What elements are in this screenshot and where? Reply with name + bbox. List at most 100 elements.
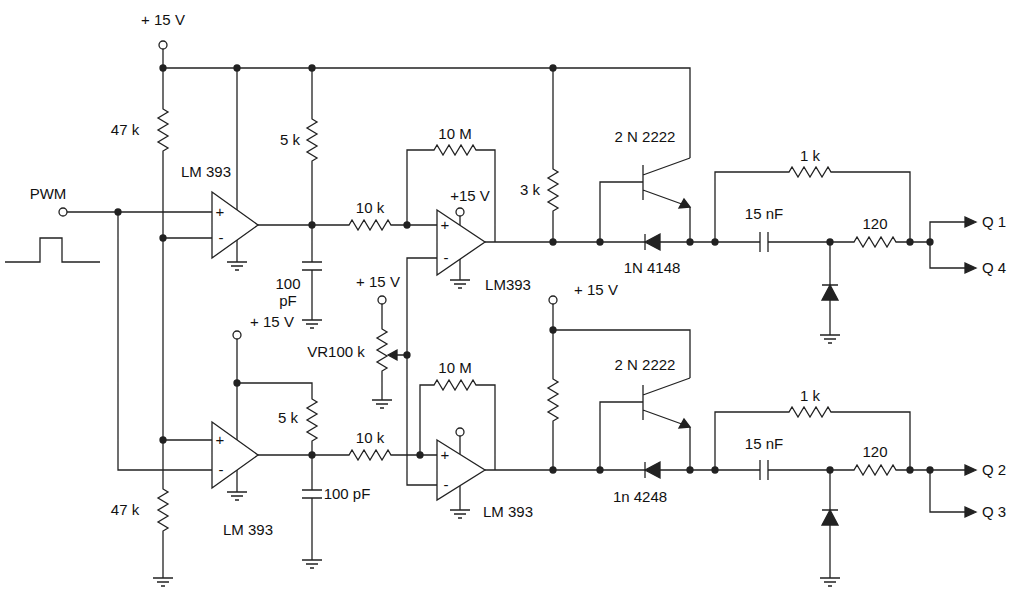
ground-symbol: [820, 335, 840, 343]
signal-name: Q 4: [981, 260, 1007, 277]
comparator-symbol: [437, 210, 485, 275]
junction-dot: [160, 235, 166, 241]
ground-symbol: [820, 578, 840, 586]
junction-dot: [550, 327, 556, 333]
ground-symbol: [227, 262, 247, 270]
supply-terminal: [456, 208, 464, 216]
junction-dot: [597, 239, 603, 245]
junction-dot: [160, 65, 166, 71]
supply-label: +15 V: [449, 188, 491, 205]
junction-dot: [309, 222, 315, 228]
resistor-value: 5 k: [279, 132, 301, 149]
capacitor-value: 100 pF: [323, 486, 372, 503]
part-label: LM 393: [482, 504, 534, 521]
supply-terminal: [378, 296, 386, 304]
part-label: LM 393: [180, 164, 232, 181]
supply-terminal: [233, 331, 241, 339]
junction-dot: [907, 239, 913, 245]
resistor-value: 10 M: [437, 126, 472, 143]
capacitor-symbol: [760, 232, 768, 252]
pin-sign: -: [218, 462, 225, 479]
capacitor-value: 15 nF: [744, 206, 784, 223]
resistor-value: 10 k: [355, 200, 385, 217]
ground-symbol: [450, 280, 470, 288]
potentiometer-value: VR100 k: [306, 344, 366, 361]
supply-terminal: [456, 428, 464, 436]
junction-dot: [550, 65, 556, 71]
resistor-value: 5 k: [277, 410, 299, 427]
junction-dot: [417, 452, 423, 458]
resistor-symbol: [425, 145, 485, 155]
resistor-symbol: [158, 100, 168, 160]
pin-sign: -: [218, 230, 225, 247]
emitter-arrow: [679, 419, 690, 428]
capacitor-value: 15 nF: [744, 436, 784, 453]
capacitor-symbol: [302, 490, 322, 498]
output-arrow: [965, 263, 976, 273]
resistor-value: 10 M: [437, 360, 472, 377]
pin-sign: -: [443, 477, 450, 494]
pin-sign: -: [443, 250, 450, 267]
junction-dot: [907, 467, 913, 473]
signal-name: PWM: [29, 186, 68, 203]
transistor-symbol: [643, 378, 690, 427]
output-arrow: [965, 465, 976, 475]
junction-dot: [115, 209, 121, 215]
supply-label: + 15 V: [355, 274, 401, 291]
part-label: LM 393: [222, 522, 274, 539]
junction-dot: [827, 239, 833, 245]
ground-symbol: [302, 320, 322, 328]
diode-symbol: [822, 510, 838, 525]
resistor-value: 47 k: [110, 502, 140, 519]
resistor-value: 10 k: [355, 430, 385, 447]
ground-symbol: [450, 510, 470, 518]
comparator-symbol: [212, 192, 258, 258]
ground-symbol: [153, 578, 173, 586]
pin-sign: +: [215, 204, 226, 221]
resistor-symbol: [307, 110, 317, 170]
resistor-symbol: [158, 480, 168, 540]
emitter-arrow: [679, 199, 690, 208]
supply-terminal: [549, 296, 557, 304]
junction-dot: [309, 452, 315, 458]
resistor-symbol: [780, 167, 840, 177]
pin-sign: +: [440, 447, 451, 464]
resistor-symbol: [340, 220, 400, 230]
resistor-symbol: [340, 450, 400, 460]
ground-symbol: [227, 492, 247, 500]
wire: [67, 49, 966, 578]
ground-symbol: [302, 560, 322, 568]
transistor-symbol: [643, 158, 690, 207]
part-label: 2 N 2222: [614, 357, 677, 374]
pin-sign: +: [215, 432, 226, 449]
resistor-symbol: [845, 237, 905, 247]
signal-name: Q 2: [981, 462, 1007, 479]
junction-dots: [115, 65, 933, 473]
resistor-symbol: [845, 465, 905, 475]
input-terminal: [59, 208, 67, 216]
potentiometer-symbol: [377, 320, 387, 380]
resistor-symbol: [307, 390, 317, 450]
output-arrow: [965, 507, 976, 517]
part-label: 2 N 2222: [614, 129, 677, 146]
supply-label: + 15 V: [249, 314, 295, 331]
junction-dot: [404, 222, 410, 228]
resistor-value: 120: [861, 216, 888, 233]
comparator-symbol: [212, 422, 258, 488]
wiper-arrow: [388, 350, 397, 360]
resistor-value: 120: [861, 444, 888, 461]
part-label: LM393: [484, 277, 532, 294]
junction-dot: [234, 380, 240, 386]
resistor-symbol: [780, 407, 840, 417]
part-label: 1n 4248: [612, 489, 668, 506]
junction-dot: [309, 65, 315, 71]
junction-dot: [927, 239, 933, 245]
filled-symbols: [115, 65, 976, 525]
resistor-symbol: [548, 160, 558, 220]
diode-symbol: [645, 462, 660, 478]
diode-symbol: [645, 234, 660, 250]
junction-dot: [550, 239, 556, 245]
pwm-waveform: [5, 238, 100, 262]
resistor-value: 1 k: [799, 388, 821, 405]
